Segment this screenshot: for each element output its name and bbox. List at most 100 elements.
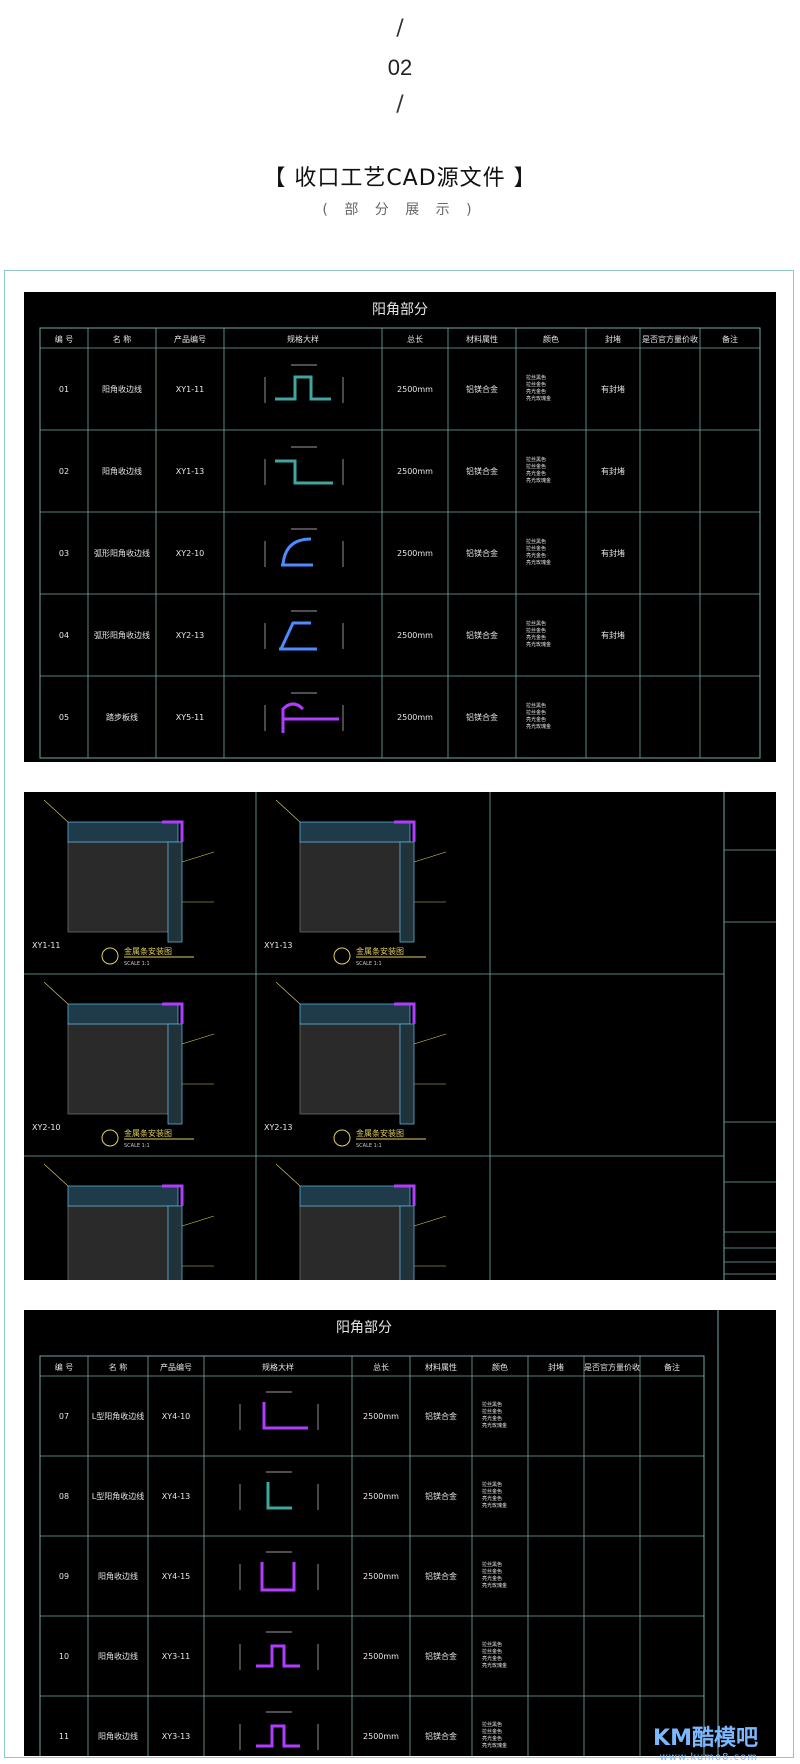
detail-scale: SCALE 1:1 xyxy=(356,1143,382,1149)
concrete-block xyxy=(67,841,169,933)
table-cell-name: 弧形阳角收边线 xyxy=(94,548,150,558)
table-header-cell: 备注 xyxy=(664,1362,680,1372)
metal-trim xyxy=(162,1184,184,1206)
table-cell-code: XY5-11 xyxy=(176,713,205,722)
table-cell-length: 2500mm xyxy=(363,1412,399,1421)
table-cell-number: 02 xyxy=(59,467,69,476)
table-cell-color: 拉丝黑色 xyxy=(526,702,546,709)
table-cell-color: 拉丝黑色 xyxy=(526,620,546,627)
detail-code: XY1-11 xyxy=(32,941,61,950)
table-cell-material: 铝镁合金 xyxy=(425,1651,457,1661)
table-cell-material: 铝镁合金 xyxy=(425,1491,457,1501)
leader-line xyxy=(181,1215,215,1227)
table-cell-code: XY1-11 xyxy=(176,385,205,394)
table-cell-color: 亮光金色 xyxy=(526,470,546,477)
detail-scale: SCALE 1:1 xyxy=(356,961,382,967)
table-cell-color: 拉丝金色 xyxy=(482,1488,502,1495)
table-cell-color: 亮光玫瑰金 xyxy=(526,477,551,484)
detail-code: XY2-13 xyxy=(264,1123,293,1132)
detail-caption: 金属条安装图 xyxy=(124,946,172,956)
table-cell-number: 10 xyxy=(59,1652,69,1661)
profile-drawing xyxy=(275,459,333,485)
leader-line xyxy=(181,851,215,863)
wall-layer xyxy=(399,1023,415,1125)
profile-drawing xyxy=(262,1402,308,1430)
detail-caption: 金属条安装图 xyxy=(356,1128,404,1138)
table-cell-length: 2500mm xyxy=(397,385,433,394)
leader-line xyxy=(181,1033,215,1045)
detail-scale: SCALE 1:1 xyxy=(124,961,150,967)
table-cell-code: XY2-13 xyxy=(176,631,205,640)
table-cell-number: 09 xyxy=(59,1572,69,1581)
slash-bottom: / xyxy=(396,92,404,117)
slab-layer xyxy=(299,1003,411,1025)
table-cell-name: 阳角收边线 xyxy=(98,1731,138,1741)
table-cell-material: 铝镁合金 xyxy=(425,1411,457,1421)
slab-layer xyxy=(299,821,411,843)
table-cell-material: 铝镁合金 xyxy=(466,548,498,558)
table-cell-color: 拉丝黑色 xyxy=(526,374,546,381)
section-number: 02 xyxy=(387,55,413,80)
profile-drawing xyxy=(256,1724,300,1748)
table-cell-code: XY4-15 xyxy=(162,1572,191,1581)
concrete-block xyxy=(299,1205,401,1280)
profile-drawing xyxy=(281,702,339,733)
table-cell-color: 拉丝金色 xyxy=(526,627,546,634)
table-header-cell: 总长 xyxy=(373,1362,389,1372)
slab-layer xyxy=(299,1185,411,1207)
table-cell-color: 亮光玫瑰金 xyxy=(482,1502,507,1509)
watermark-logo: KM酷模吧 xyxy=(653,1726,758,1751)
table-cell-number: 01 xyxy=(59,385,69,394)
table-cell-color: 亮光金色 xyxy=(482,1575,502,1582)
table-cell-name: 踏步板线 xyxy=(106,712,138,722)
table-cell-color: 亮光金色 xyxy=(526,634,546,641)
wall-layer xyxy=(399,841,415,943)
table-cell-color: 拉丝黑色 xyxy=(482,1401,502,1408)
table-cell-color: 拉丝金色 xyxy=(482,1408,502,1415)
detail-symbol xyxy=(101,1129,119,1147)
table-cell-color: 拉丝金色 xyxy=(482,1728,502,1735)
table-title: 阳角部分 xyxy=(336,1320,392,1336)
detail-symbol xyxy=(333,947,351,965)
table-header-cell: 产品编号 xyxy=(174,334,206,344)
slash-top: / xyxy=(396,16,404,41)
table-header-cell: 备注 xyxy=(722,334,738,344)
table-cell-color: 亮光金色 xyxy=(526,716,546,723)
table-cell-color: 亮光玫瑰金 xyxy=(526,723,551,730)
profile-drawing xyxy=(266,1482,292,1510)
leader-line xyxy=(43,799,69,823)
page-title: 【 收口工艺CAD源文件 】 xyxy=(263,166,537,191)
table-cell-color: 亮光玫瑰金 xyxy=(526,641,551,648)
table-cell-number: 04 xyxy=(59,631,69,640)
table-header-cell: 封堵 xyxy=(605,334,621,344)
table-cell-code: XY3-11 xyxy=(162,1652,191,1661)
table-cell-material: 铝镁合金 xyxy=(466,384,498,394)
table-header-cell: 编 号 xyxy=(55,1362,74,1372)
table-cell-color: 拉丝黑色 xyxy=(482,1641,502,1648)
wall-layer xyxy=(167,1023,183,1125)
table-cell-color: 亮光玫瑰金 xyxy=(526,559,551,566)
table-header-cell: 是否官方量价收 xyxy=(584,1362,640,1372)
table-cell-name: L型阳角收边线 xyxy=(92,1411,144,1421)
cad-detail-panel: 金属条安装图 SCALE 1:1 XY1-11 金属条安装图 SCALE 1:1 XY1-… xyxy=(24,792,776,1280)
table-cell-color: 亮光金色 xyxy=(526,552,546,559)
table-cell-color: 拉丝黑色 xyxy=(482,1561,502,1568)
metal-trim xyxy=(394,1184,416,1206)
table-cell-length: 2500mm xyxy=(363,1492,399,1501)
table-cell-name: 弧形阳角收边线 xyxy=(94,630,150,640)
table-cell-length: 2500mm xyxy=(363,1572,399,1581)
slab-layer xyxy=(67,1185,179,1207)
table-cell-color: 亮光金色 xyxy=(482,1495,502,1502)
table-cell-name: 阳角收边线 xyxy=(98,1651,138,1661)
detail-code: XY1-13 xyxy=(264,941,293,950)
table-header-cell: 颜色 xyxy=(492,1362,508,1372)
table-header-cell: 材料属性 xyxy=(466,334,498,344)
leader-line xyxy=(275,981,301,1005)
table-cell-color: 拉丝金色 xyxy=(482,1568,502,1575)
leader-line xyxy=(275,1163,301,1187)
profile-drawing xyxy=(260,1562,296,1592)
table-cell-code: XY1-13 xyxy=(176,467,205,476)
leader-line xyxy=(413,1215,447,1227)
